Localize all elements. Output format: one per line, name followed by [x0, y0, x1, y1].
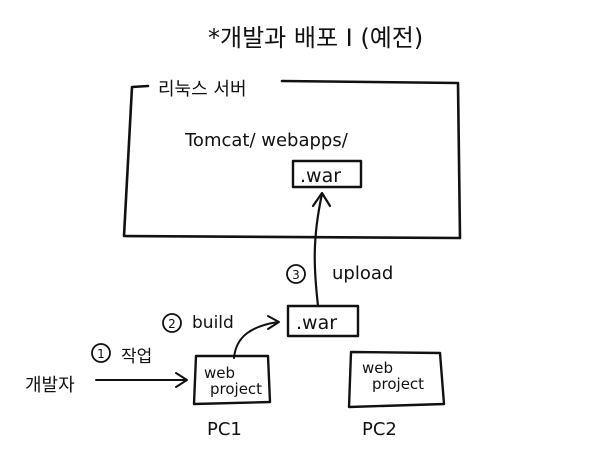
build-arrow [233, 321, 279, 359]
build-war-label: .war [296, 312, 337, 334]
pc2-project-label-line1: web [362, 359, 393, 377]
pc1-project-label: web project [204, 364, 262, 398]
tomcat-path-label: Tomcat/ webapps/ [184, 130, 349, 151]
step-1-label: 작업 [121, 347, 152, 367]
step-1-number: 1 [97, 347, 105, 361]
step-1-circle [91, 343, 111, 363]
server-box [122, 79, 462, 240]
step-2-circle [162, 313, 182, 333]
pc2-label: PC2 [362, 419, 397, 440]
step-3-label: upload [332, 263, 393, 284]
step-3-number: 3 [292, 268, 300, 282]
pc2-project-box [347, 350, 446, 409]
step-2-number: 2 [168, 317, 176, 331]
upload-arrow [313, 192, 324, 308]
pc1-project-label-line2: project [210, 380, 262, 398]
pc2-project-label-line2: project [372, 375, 424, 393]
pc2-project-label: web project [362, 359, 424, 393]
developer-label: 개발자 [25, 375, 75, 396]
server-war-box [291, 159, 363, 189]
build-arrow-head [267, 315, 280, 330]
upload-arrow-head [311, 191, 332, 208]
developer-arrow-head [175, 372, 188, 388]
server-war-label: .war [300, 165, 341, 187]
pc1-label: PC1 [207, 419, 242, 440]
step-3-circle [286, 264, 306, 284]
server-label: 리눅스 서버 [158, 79, 247, 100]
build-war-box [286, 304, 360, 338]
pc1-project-label-line1: web [204, 364, 235, 382]
pc1-project-box [192, 354, 272, 406]
diagram-title: *개발과 배포 I (예전) [208, 24, 423, 52]
step-2-label: build [192, 313, 234, 333]
